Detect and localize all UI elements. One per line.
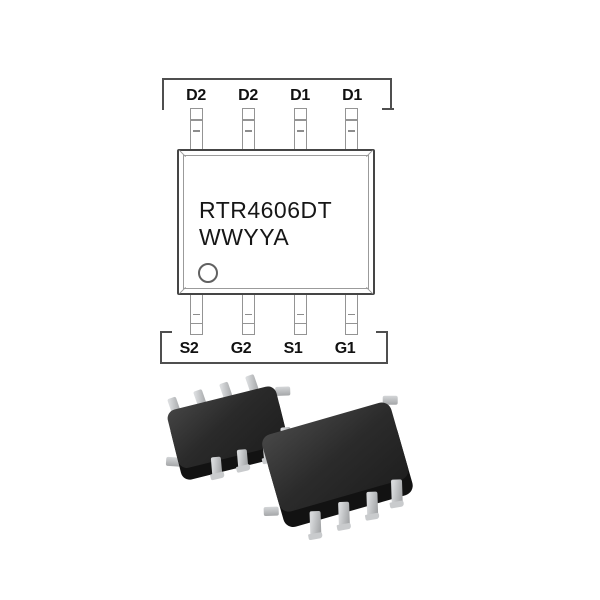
top-pin-group-bracket xyxy=(162,78,392,110)
pin-label-top-3: D1 xyxy=(290,87,310,104)
pin-label-top-2: D2 xyxy=(238,87,258,104)
pin-top-1 xyxy=(190,108,203,150)
pin-bend-dash xyxy=(297,130,304,132)
pin-bottom-3 xyxy=(294,293,307,335)
pin-bend-dash xyxy=(193,130,200,132)
pin-bend-line xyxy=(243,119,254,121)
pin-bottom-4 xyxy=(345,293,358,335)
pin-bend-dash xyxy=(193,313,200,315)
pin-bend-dash xyxy=(348,130,355,132)
chip-body: RTR4606DT WWYYA xyxy=(177,149,375,295)
pin-bend-line xyxy=(346,119,357,121)
package-lead xyxy=(336,501,352,532)
pin-label-bottom-2: G2 xyxy=(230,340,252,357)
package-photo-right xyxy=(250,395,434,552)
pin-top-2 xyxy=(242,108,255,150)
lead-foot xyxy=(389,500,405,509)
pin-bottom-2 xyxy=(242,293,255,335)
pin-bend-line xyxy=(243,322,254,324)
pin-label-bottom-3: S1 xyxy=(283,340,303,357)
pin-bottom-1 xyxy=(190,293,203,335)
pin-bend-dash xyxy=(297,313,304,315)
pin-bend-line xyxy=(295,119,306,121)
pin-bend-line xyxy=(191,322,202,324)
package-lead xyxy=(275,386,291,396)
package-lead xyxy=(263,506,279,517)
pin-bend-dash xyxy=(245,130,252,132)
date-code-text: WWYYA xyxy=(199,224,290,250)
pin-label-top-4: D1 xyxy=(342,87,362,104)
package-lead xyxy=(209,456,225,481)
top-bracket-hook-right xyxy=(382,108,394,110)
package-lead xyxy=(307,510,323,541)
pin-label-bottom-4: G1 xyxy=(334,340,356,357)
pin-bend-line xyxy=(346,322,357,324)
package-lead xyxy=(389,479,405,509)
part-number-text: RTR4606DT xyxy=(199,197,333,223)
pin-label-bottom-1: S2 xyxy=(179,340,199,357)
pin-top-3 xyxy=(294,108,307,150)
bevel-line-bottom-left xyxy=(178,286,187,295)
package-lead xyxy=(364,491,380,521)
bevel-line-top-right xyxy=(365,149,374,158)
pin-bend-line xyxy=(191,119,202,121)
pin-label-top-1: D2 xyxy=(186,87,206,104)
bevel-line-bottom-right xyxy=(365,286,374,295)
pin-top-4 xyxy=(345,108,358,150)
pin-bend-line xyxy=(295,322,306,324)
lead-foot xyxy=(307,531,323,541)
chip-inner-frame xyxy=(183,155,369,289)
soic8-package-front-icon xyxy=(233,380,451,575)
pin-bend-dash xyxy=(348,313,355,315)
pin-bend-dash xyxy=(245,313,252,315)
lead-foot xyxy=(209,471,225,481)
bottom-bracket-hook-left xyxy=(160,331,172,333)
lead-foot xyxy=(364,512,380,521)
bottom-bracket-hook-right xyxy=(376,331,388,333)
pin1-indicator-circle xyxy=(198,263,218,283)
bottom-pin-group-bracket xyxy=(160,331,388,364)
lead-foot xyxy=(336,522,352,532)
